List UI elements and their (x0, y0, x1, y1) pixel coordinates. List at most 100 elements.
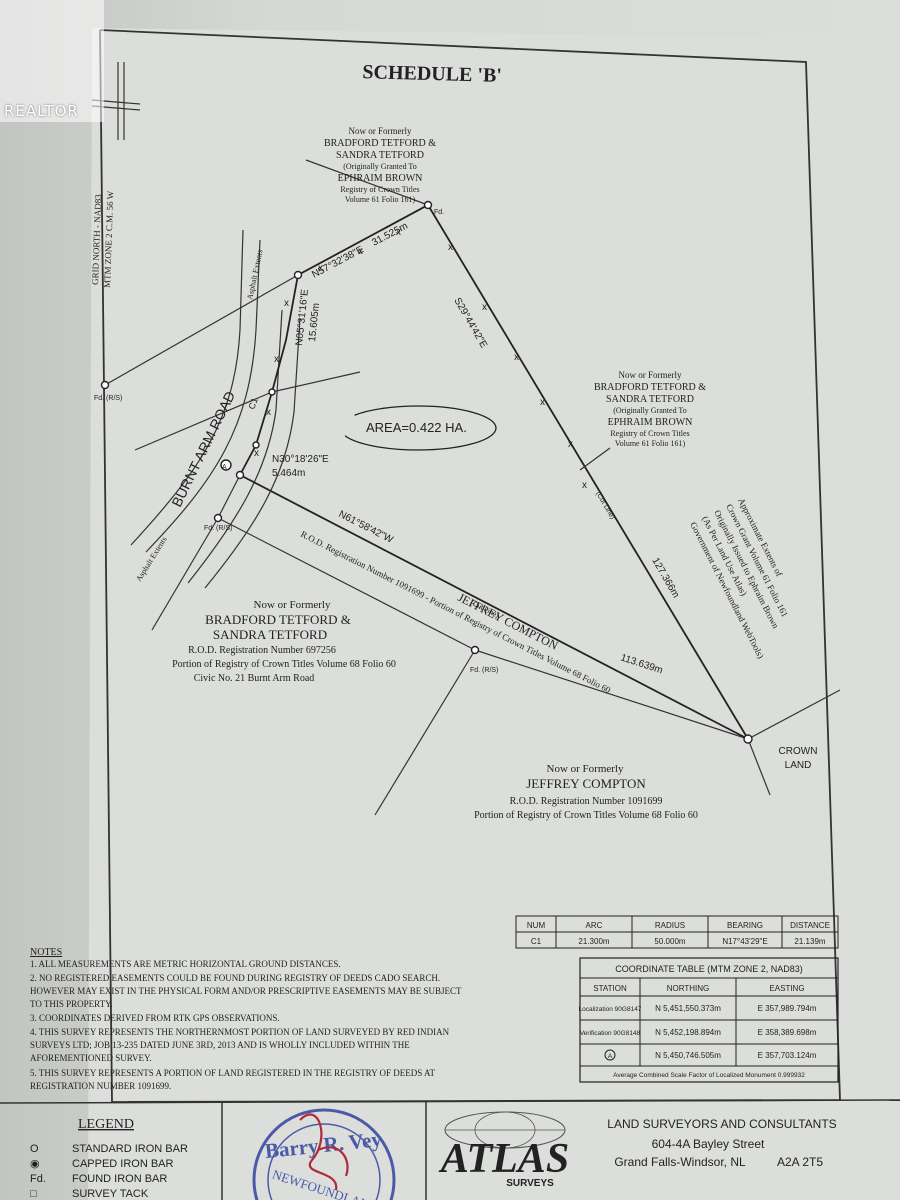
svg-text:Registry of Crown Titles: Registry of Crown Titles (340, 185, 419, 194)
svg-text:Civic No. 21 Burnt Arm Road: Civic No. 21 Burnt Arm Road (194, 673, 315, 684)
legend-symbol: Fd. (30, 1173, 46, 1185)
svg-text:ATLAS: ATLAS (438, 1136, 569, 1182)
svg-text:BRADFORD TETFORD &: BRADFORD TETFORD & (205, 612, 351, 627)
parcel-south: Now or Formerly JEFFREY COMPTON R.O.D. R… (474, 763, 698, 821)
svg-text:x: x (284, 298, 289, 309)
legend-symbol: □ (30, 1188, 37, 1200)
realtor-watermark-text: REALTOR (4, 102, 79, 120)
legend: LEGEND O STANDARD IRON BAR ◉ CAPPED IRON… (30, 1117, 188, 1200)
fd-label-north: Fd. (434, 209, 444, 216)
legend-label: CAPPED IRON BAR (72, 1158, 174, 1170)
svg-text:N 5,452,198.894m: N 5,452,198.894m (655, 1028, 721, 1037)
adjoining-lines (104, 159, 841, 816)
road-edges (130, 229, 301, 589)
svg-text:3. COORDINATES DERIVED FROM: 3. COORDINATES DERIVED FROM RTK GPS OBSE… (30, 1013, 280, 1023)
svg-text:AFOREMENTIONED SURVEY.: AFOREMENTIONED SURVEY. (30, 1053, 152, 1063)
svg-text:Grand Falls-Windsor, NL: Grand Falls-Windsor, NL (614, 1155, 746, 1169)
svg-text:LAND: LAND (785, 760, 812, 771)
svg-text:A2A 2T5: A2A 2T5 (777, 1155, 823, 1169)
svg-text:BRADFORD TETFORD &: BRADFORD TETFORD & (594, 382, 706, 393)
svg-text:BEARING: BEARING (727, 921, 763, 930)
svg-text:NOTES: NOTES (30, 947, 62, 958)
legend-label: STANDARD IRON BAR (72, 1143, 188, 1155)
grid-north-note: GRID NORTH - NAD83 (90, 194, 103, 285)
parcel-north-top: Now or Formerly BRADFORD TETFORD & SANDR… (324, 126, 436, 204)
svg-text:N 5,450,746.505m: N 5,450,746.505m (655, 1051, 721, 1060)
svg-text:TO THIS PROPERTY.: TO THIS PROPERTY. (30, 999, 113, 1009)
svg-text:5. THIS SURVEY REPRESENTS A: 5. THIS SURVEY REPRESENTS A PORTION OF L… (30, 1068, 436, 1078)
legend-symbol: ◉ (30, 1158, 40, 1170)
svg-text:x: x (514, 352, 519, 363)
realtor-watermark: REALTOR (0, 0, 104, 122)
svg-text:Volume 61 Folio 161): Volume 61 Folio 161) (345, 195, 416, 204)
svg-text:RADIUS: RADIUS (655, 921, 685, 930)
svg-text:Volume 61 Folio 161): Volume 61 Folio 161) (615, 439, 686, 448)
svg-text:50.000m: 50.000m (654, 937, 685, 946)
svg-text:x: x (358, 246, 363, 257)
svg-text:Now or Formerly: Now or Formerly (254, 599, 331, 611)
svg-text:x: x (482, 302, 487, 313)
svg-text:E 358,389.698m: E 358,389.698m (758, 1028, 817, 1037)
svg-text:Verification 90G8148: Verification 90G8148 (580, 1030, 641, 1037)
fd-label-south: Fd. (R/S) (204, 525, 232, 532)
svg-text:SANDRA TETFORD: SANDRA TETFORD (606, 394, 694, 405)
coordinate-table: COORDINATE TABLE (MTM ZONE 2, NAD83) STA… (579, 957, 839, 1083)
legend-label: SURVEY TACK (72, 1188, 149, 1200)
svg-text:2. NO REGISTERED EASEMENTS C: 2. NO REGISTERED EASEMENTS COULD BE FOUN… (30, 973, 440, 983)
legend-label: FOUND IRON BAR (72, 1173, 167, 1185)
svg-text:EPHRAIM BROWN: EPHRAIM BROWN (608, 417, 693, 428)
north-arrow (91, 62, 141, 140)
svg-text:21.300m: 21.300m (578, 937, 609, 946)
svg-text:(Originally Granted To: (Originally Granted To (613, 406, 687, 415)
mtm-zone-note: MTM ZONE 2 C.M. 56 W (102, 190, 115, 288)
parcel-southwest: Now or Formerly BRADFORD TETFORD & SANDR… (172, 599, 396, 684)
parcel-boundary (239, 203, 751, 742)
svg-text:NUM: NUM (527, 921, 546, 930)
monuments (100, 200, 753, 744)
svg-text:(Originally Granted To: (Originally Granted To (343, 162, 417, 171)
svg-text:x: x (396, 227, 401, 238)
svg-text:LEGEND: LEGEND (78, 1117, 134, 1132)
svg-text:Now or Formerly: Now or Formerly (349, 126, 412, 136)
distance-sw-segment: 5.464m (272, 468, 305, 479)
parcel-east: Now or Formerly BRADFORD TETFORD & SANDR… (594, 370, 706, 448)
svg-text:LAND SURVEYORS AND CONSULTANTS: LAND SURVEYORS AND CONSULTANTS (607, 1117, 836, 1131)
svg-text:NORTHING: NORTHING (667, 984, 710, 993)
notes-block: NOTES 1. ALL MEASUREMENTS ARE METRIC HOR… (30, 947, 462, 1091)
svg-text:SANDRA TETFORD: SANDRA TETFORD (336, 150, 424, 161)
legend-symbol: O (30, 1143, 39, 1155)
svg-text:x: x (568, 439, 573, 450)
svg-text:HOWEVER MAY EXIST IN THE PHYSI: HOWEVER MAY EXIST IN THE PHYSICAL FORM A… (30, 986, 462, 996)
svg-text:N 5,451,550.373m: N 5,451,550.373m (655, 1004, 721, 1013)
svg-text:Now or Formerly: Now or Formerly (547, 763, 624, 775)
svg-text:x: x (582, 480, 587, 491)
svg-text:604-4A Bayley Street: 604-4A Bayley Street (652, 1137, 765, 1151)
svg-text:E 357,703.124m: E 357,703.124m (758, 1051, 817, 1060)
svg-text:4. THIS SURVEY REPRESENTS TH: 4. THIS SURVEY REPRESENTS THE NORTHERNMO… (30, 1027, 450, 1037)
distance-west-line: 15.605m (307, 302, 322, 342)
curve-label: C1 (246, 396, 259, 410)
fd-label-west: Fd. (R/S) (94, 395, 122, 402)
svg-text:E 357,989.794m: E 357,989.794m (758, 1004, 817, 1013)
company-logo: ATLAS SURVEYS (438, 1111, 569, 1189)
svg-text:x: x (274, 354, 279, 365)
svg-text:N17°43'29"E: N17°43'29"E (722, 937, 767, 946)
svg-text:x: x (448, 242, 453, 253)
svg-text:Portion of Registry of Crown T: Portion of Registry of Crown Titles Volu… (474, 810, 698, 821)
svg-text:CROWN: CROWN (779, 746, 818, 757)
svg-text:Average Combined Scale Factor: Average Combined Scale Factor of Localiz… (613, 1072, 805, 1079)
fd-label-mid: Fd. (R/S) (470, 667, 498, 674)
station-a-label: A (222, 464, 227, 471)
svg-text:C1: C1 (531, 937, 542, 946)
svg-text:ARC: ARC (586, 921, 603, 930)
svg-text:x: x (540, 397, 545, 408)
company-info: LAND SURVEYORS AND CONSULTANTS 604-4A Ba… (607, 1117, 836, 1169)
svg-text:SURVEYS: SURVEYS (506, 1178, 554, 1189)
svg-text:DISTANCE: DISTANCE (790, 921, 830, 930)
svg-text:x: x (254, 448, 259, 459)
signature (299, 1113, 349, 1191)
svg-text:Now or Formerly: Now or Formerly (619, 370, 682, 380)
